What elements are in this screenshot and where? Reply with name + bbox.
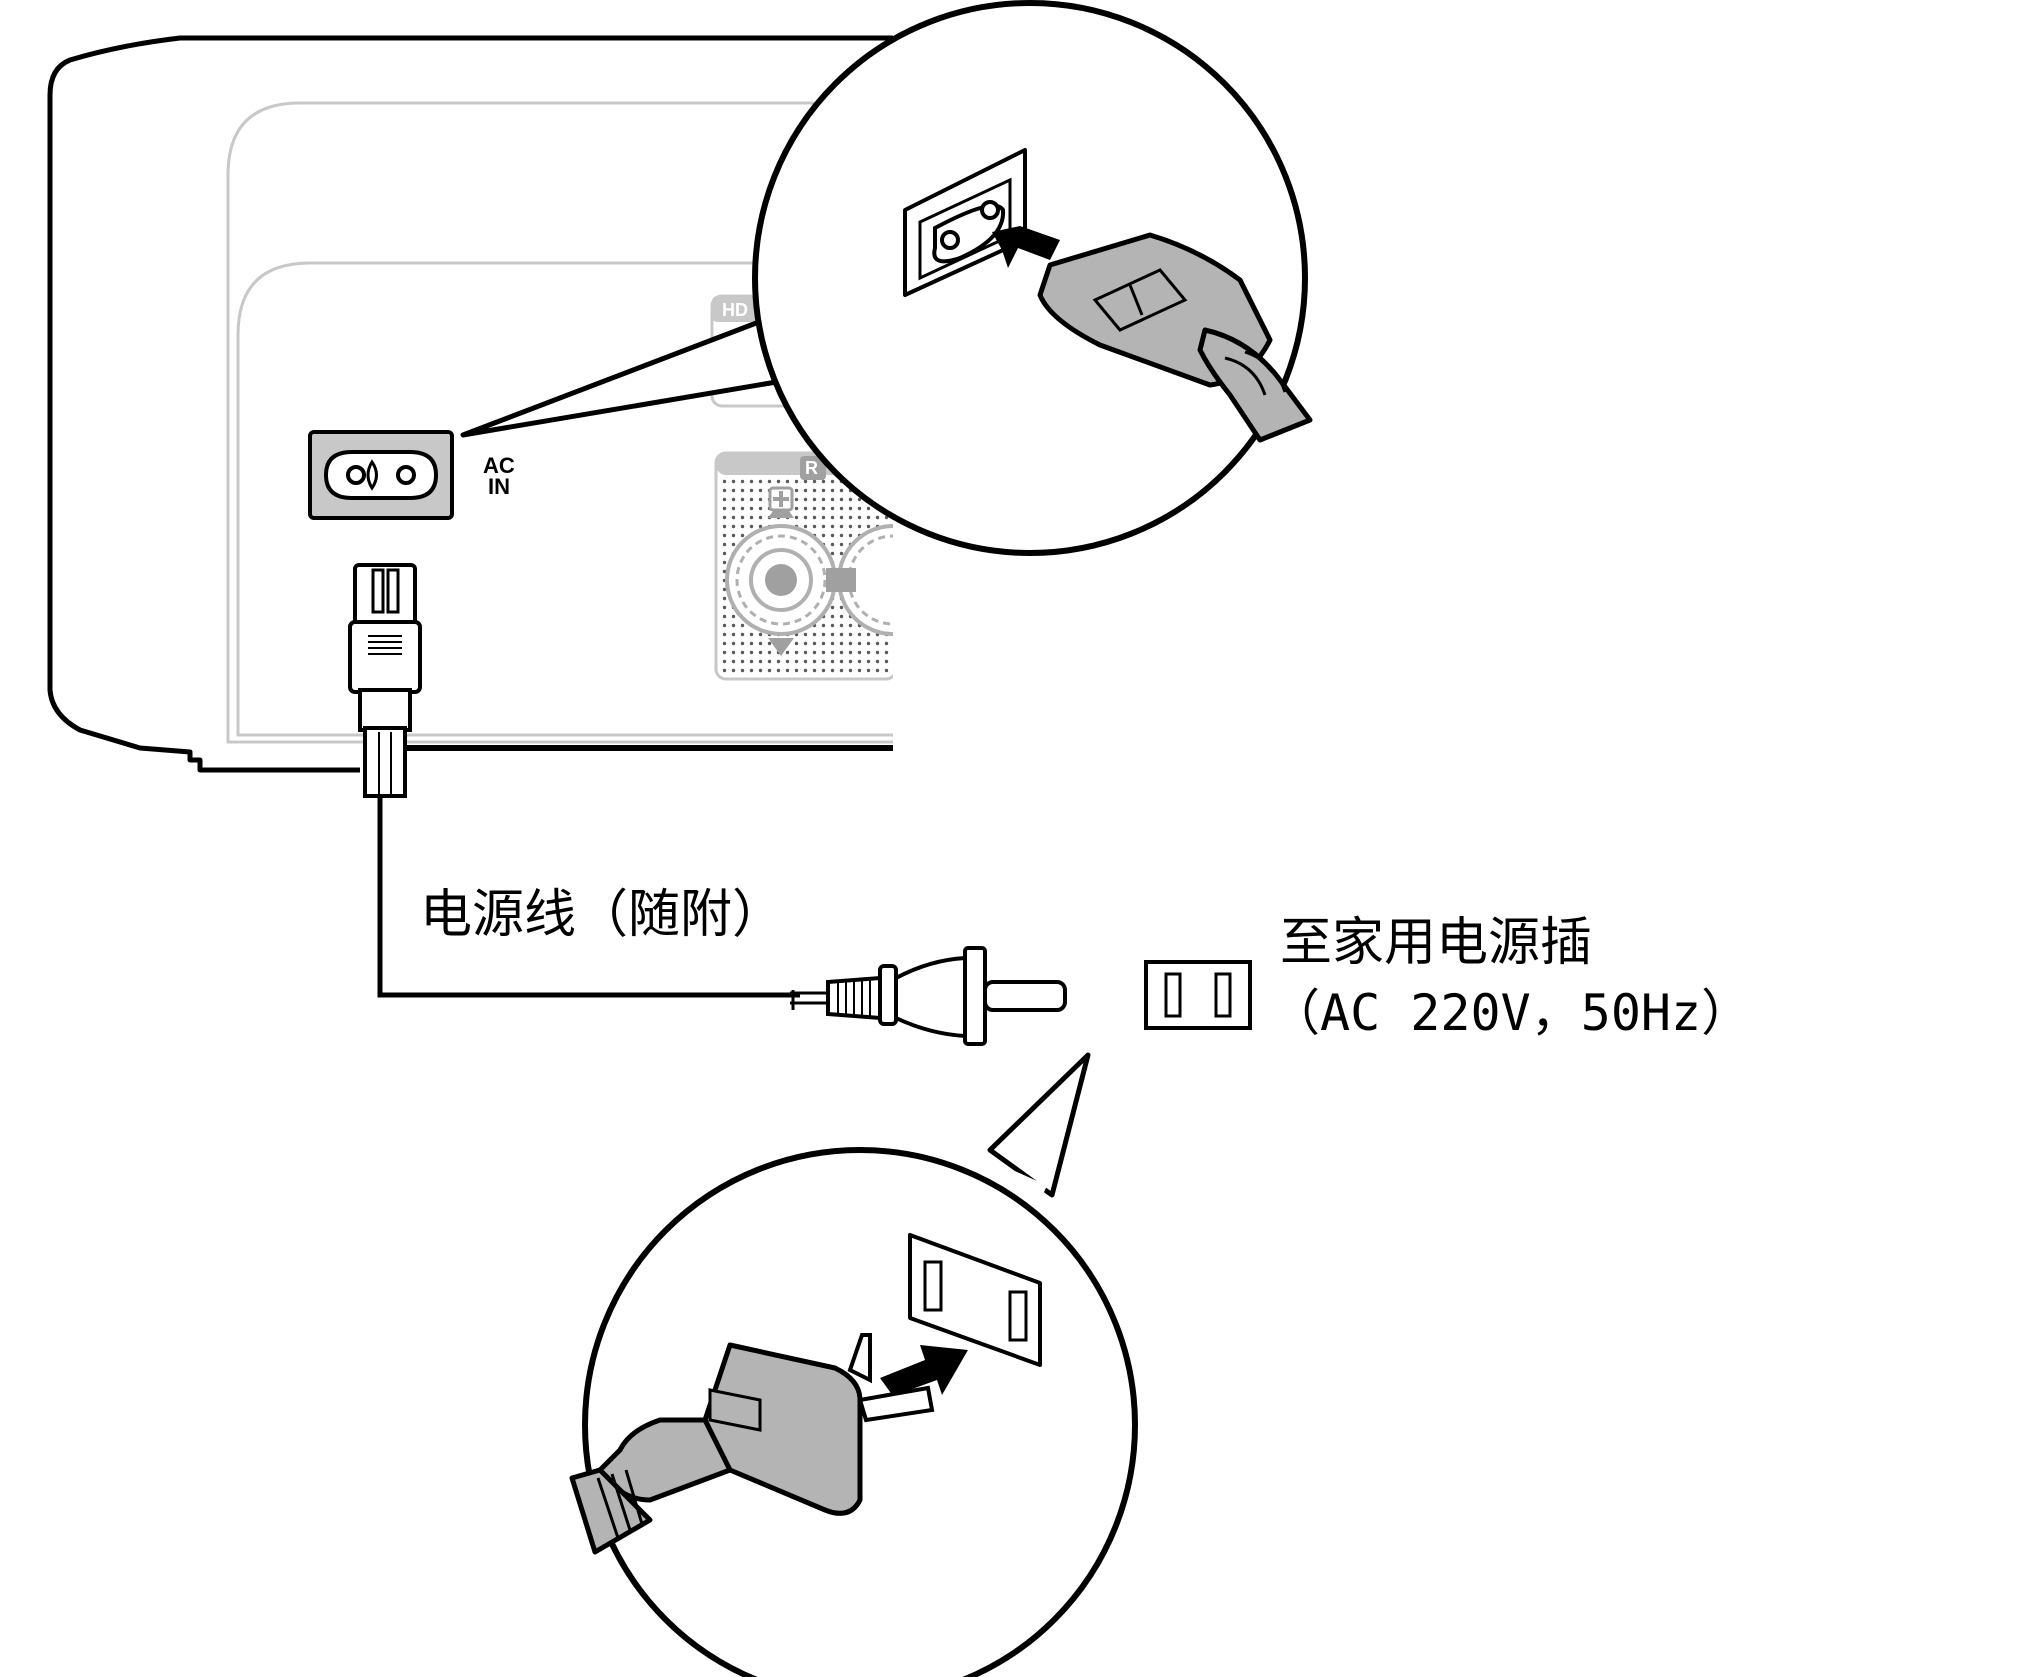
zoom-two-prong-plug xyxy=(569,1333,935,1555)
zoom-callout-wall-plug xyxy=(569,1052,1138,1677)
hdmi-badge-text: HD xyxy=(722,300,748,320)
ac-in-label-in: IN xyxy=(488,474,510,499)
wall-outlet xyxy=(1144,960,1252,1030)
zoom-insert-arrow-2 xyxy=(880,1345,968,1396)
zoom-wall-outlet xyxy=(908,1233,1042,1367)
inner-panel-outline xyxy=(226,101,893,744)
ac-in-socket[interactable] xyxy=(308,430,454,520)
zoom-insert-arrow xyxy=(992,226,1060,268)
device-outline xyxy=(47,35,893,773)
inner-panel-outline-2 xyxy=(236,261,893,737)
outlet-spec-label: （AC 220V，50Hz） xyxy=(1270,984,1751,1042)
speaker-badge-text: R xyxy=(805,458,818,478)
outlet-title-label: 至家用电源插 xyxy=(1280,913,1592,973)
power-cord-line xyxy=(377,796,800,998)
hdmi-badge xyxy=(712,296,760,322)
zoom-callout-ac-inlet xyxy=(460,0,1313,556)
power-cord-label: 电源线（随附） xyxy=(420,885,784,945)
zoom-iec-connector xyxy=(1037,232,1313,443)
ac-in-label-ac: AC xyxy=(483,453,515,478)
two-prong-plug xyxy=(790,946,1067,1046)
iec-connector xyxy=(348,563,422,798)
